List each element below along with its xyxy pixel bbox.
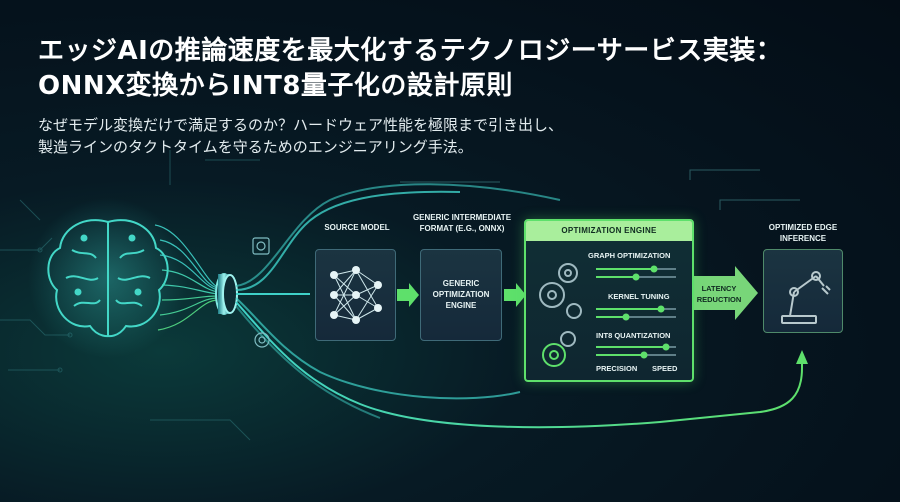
robot-arm-icon [781,271,831,324]
generic-engine-label: GENERIC OPTIMIZATION ENGINE [432,279,490,310]
speed-label: SPEED [652,364,678,373]
graph-optimization-label: GRAPH OPTIMIZATION [588,251,671,260]
edge-inference-box [763,249,843,333]
latency-arrow [690,266,758,320]
page-title: エッジAIの推論速度を最大化するテクノロジーサービス実装： ONNX変換からIN… [38,34,878,104]
step-arrows [397,283,526,307]
subtitle-line-1: なぜモデル変換だけで満足するのか？ハードウェア性能を極限まで引き出し、 [38,116,564,134]
page-subtitle: なぜモデル変換だけで満足するのか？ハードウェア性能を極限まで引き出し、 製造ライ… [38,114,858,158]
optimization-engine-graphics [539,263,676,367]
gear-icon [539,263,582,367]
optimized-edge-label: OPTIMIZED EDGE INFERENCE [768,223,838,243]
title-line-2: ONNX変換からINT8量子化の設計原則 [38,71,513,101]
kernel-tuning-label: KERNEL TUNING [608,292,670,301]
slider-tracks [596,268,676,356]
brain-icon [47,219,169,338]
return-arrow-head [796,350,808,364]
int8-quantization-label: INT8 QUANTIZATION [596,331,671,340]
slider-thumbs [622,265,670,359]
source-model-box [315,249,396,341]
data-flow-fan [154,224,219,331]
optimization-engine-panel: OPTIMIZATION ENGINE [524,219,694,382]
generic-engine-box: GENERIC OPTIMIZATION ENGINE [420,249,502,341]
gauge-icon [252,237,270,255]
precision-label: PRECISION [596,364,638,373]
optimization-engine-title: OPTIMIZATION ENGINE [526,221,692,241]
coupling-ring-icon [215,273,238,315]
generic-format-label: GENERIC INTERMEDIATE FORMAT (e.g., ONNX) [412,213,512,233]
flow-curves [235,183,803,429]
latency-reduction-label: LATENCY REDUCTION [696,284,742,304]
title-line-1: エッジAIの推論速度を最大化するテクノロジーサービス実装： [38,36,783,66]
source-model-label: SOURCE MODEL [324,223,390,232]
target-icon [254,332,270,348]
subtitle-line-2: 製造ラインのタクトタイムを守るためのエンジニアリング手法。 [38,138,473,156]
neural-network-icon [330,266,382,324]
upper-circuit-lines [400,169,800,210]
